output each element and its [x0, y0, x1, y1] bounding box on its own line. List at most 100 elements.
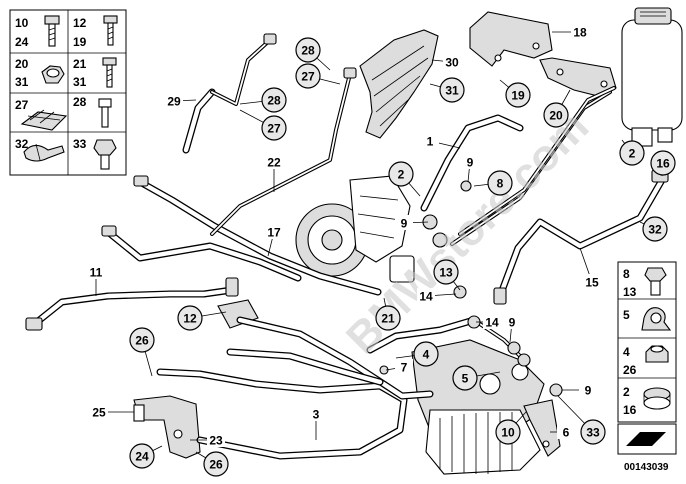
- callout-bubble: [495, 419, 521, 445]
- callout-number: 7: [401, 361, 408, 375]
- mount-bracket-icon: [133, 395, 201, 459]
- grid-label-33: 33: [73, 137, 87, 151]
- callout-19: 19: [499, 79, 531, 108]
- callout-label-bg: [579, 382, 597, 397]
- side-label-8: 8: [623, 267, 630, 281]
- main-illustration: BMWstore.com 00143039: [25, 7, 683, 475]
- callout-label-bg: [90, 404, 108, 419]
- callout-number: 17: [267, 226, 281, 240]
- callout-21: 21: [375, 297, 401, 331]
- grid-label-31b: 31: [73, 75, 87, 89]
- callout-label-bg: [417, 288, 435, 303]
- callout-label-bg: [461, 154, 479, 169]
- bolt-icon: [44, 15, 60, 47]
- callout-8: 8: [473, 170, 513, 196]
- callout-2: 2: [619, 139, 645, 166]
- callout-label-bg: [421, 133, 439, 148]
- callout-number: 26: [135, 334, 149, 348]
- callout-number: 23: [209, 434, 223, 448]
- callout-22: 22: [265, 154, 283, 192]
- grid-label-21: 21: [73, 57, 87, 71]
- callout-28: 28: [239, 87, 287, 113]
- callout-7: 7: [385, 359, 413, 375]
- callout-number: 22: [267, 156, 281, 170]
- side-label-5: 5: [623, 308, 630, 322]
- callout-number: 27: [267, 122, 281, 136]
- callout-26: 26: [129, 327, 155, 377]
- callout-bubble: [261, 115, 287, 141]
- callout-number: 3: [313, 408, 320, 422]
- callout-number: 13: [439, 266, 453, 280]
- corner-arrow-icon: [617, 423, 677, 455]
- grid-label-31: 31: [15, 75, 29, 89]
- callout-number: 10: [501, 426, 515, 440]
- side-label-16: 16: [623, 403, 637, 417]
- callout-number: 21: [381, 312, 395, 326]
- callout-number: 1: [427, 135, 434, 149]
- callout-number: 6: [563, 426, 570, 440]
- callout-bubble: [642, 216, 668, 242]
- callout-number: 9: [509, 316, 516, 330]
- callout-label-bg: [265, 154, 283, 169]
- bracket-icon: [539, 57, 617, 97]
- bolt-icon: [103, 15, 118, 46]
- callout-18: 18: [552, 24, 589, 40]
- callout-number: 28: [301, 44, 315, 58]
- callout-3: 3: [307, 406, 325, 440]
- grid-label-27: 27: [15, 98, 29, 112]
- callout-17: 17: [265, 224, 283, 257]
- clip-bracket-icon: [20, 109, 68, 131]
- callout-number: 12: [183, 312, 197, 326]
- callout-bubble: [203, 451, 229, 477]
- side-label-2: 2: [623, 385, 630, 399]
- grid-label-19: 19: [73, 35, 87, 49]
- hose-clip-icon: [641, 307, 672, 331]
- callout-bubble: [619, 140, 645, 166]
- pump-icon: [295, 175, 415, 283]
- callout-27: 27: [295, 63, 341, 89]
- callout-label-bg: [207, 432, 225, 447]
- plug-bolt-icon: [644, 267, 667, 296]
- callout-6: 6: [550, 424, 575, 440]
- callout-number: 14: [419, 290, 433, 304]
- callout-4: 4: [395, 341, 439, 367]
- callout-10: 10: [495, 411, 527, 445]
- callout-11: 11: [87, 264, 105, 296]
- callout-bubble: [487, 170, 513, 196]
- callout-12: 12: [177, 305, 227, 331]
- callout-1: 1: [421, 133, 461, 149]
- callout-bubble: [129, 443, 155, 469]
- callout-number: 32: [648, 223, 662, 237]
- callout-bubble: [452, 365, 478, 391]
- callout-number: 28: [267, 94, 281, 108]
- hose-clamp-ring-icon: [643, 387, 671, 410]
- callout-5: 5: [452, 365, 501, 391]
- side-label-13: 13: [623, 285, 637, 299]
- callout-label-bg: [483, 314, 501, 329]
- callout-bubble: [439, 77, 465, 103]
- callout-number: 20: [549, 109, 563, 123]
- callout-bubble: [505, 82, 531, 108]
- callout-number: 25: [92, 406, 106, 420]
- grid-label-10: 10: [15, 16, 29, 30]
- callout-number: 2: [398, 168, 405, 182]
- callout-number: 24: [135, 450, 149, 464]
- callout-label-bg: [265, 224, 283, 239]
- callout-bubble: [433, 259, 459, 285]
- nut-icon: [645, 345, 669, 363]
- callout-label-bg: [395, 359, 413, 374]
- callout-number: 9: [585, 384, 592, 398]
- callout-2: 2: [388, 161, 421, 197]
- callout-20: 20: [543, 89, 571, 128]
- callout-number: 26: [209, 458, 223, 472]
- callout-28: 28: [295, 37, 331, 71]
- callout-number: 4: [423, 348, 430, 362]
- hose-clamp-icon: [23, 143, 65, 162]
- callout-number: 27: [301, 70, 315, 84]
- callout-label-bg: [503, 314, 521, 329]
- callout-14: 14: [417, 288, 457, 304]
- callout-23: 23: [190, 432, 225, 448]
- image-code: 00143039: [624, 462, 669, 473]
